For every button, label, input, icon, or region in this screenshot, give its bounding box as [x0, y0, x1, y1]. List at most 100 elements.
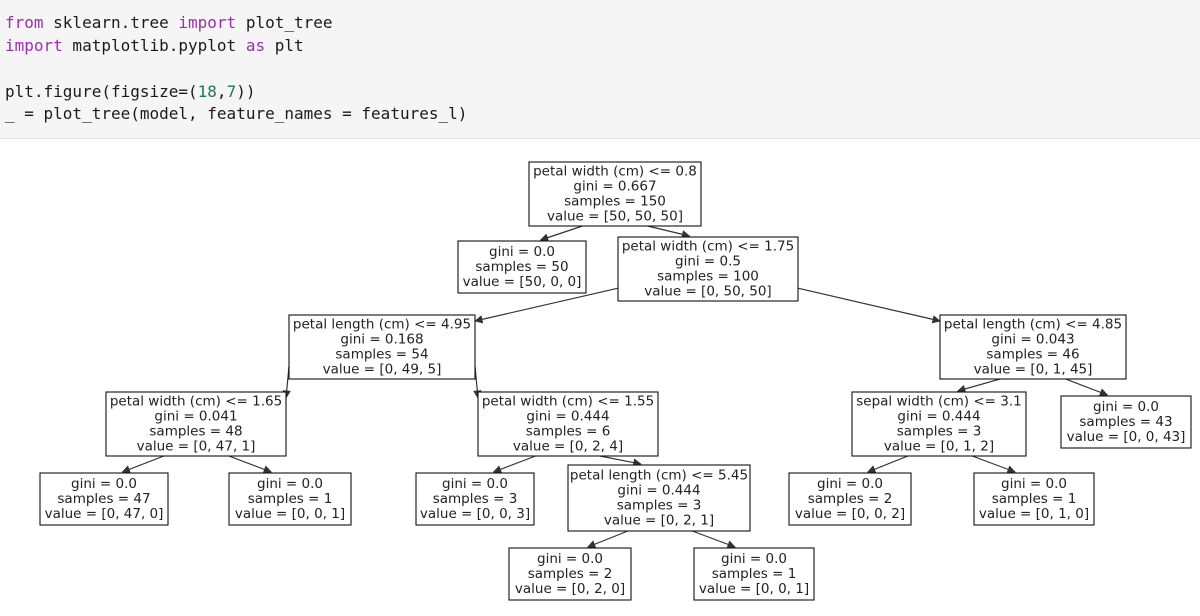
tree-node-box — [228, 472, 352, 526]
tree-node-line: value = [0, 2, 0] — [515, 581, 625, 597]
tree-node-line: samples = 100 — [657, 269, 759, 285]
tree-node-line: value = [50, 50, 50] — [547, 209, 683, 225]
tree-node-line: value = [0, 1, 45] — [974, 362, 1093, 378]
tree-node-box — [415, 472, 535, 526]
tree-edge-n2-n3 — [474, 287, 619, 324]
tree-node-box — [477, 391, 659, 457]
tree-node-line: gini = 0.444 — [526, 409, 609, 425]
tree-node-line: gini = 0.444 — [897, 409, 980, 425]
tree-node-box — [288, 314, 476, 380]
tree-node-line: samples = 6 — [526, 424, 611, 440]
tree-node-line: samples = 1 — [992, 491, 1077, 507]
tree-node-line: petal length (cm) <= 4.85 — [944, 317, 1122, 333]
tree-node-line: petal width (cm) <= 0.8 — [533, 164, 697, 180]
tree-node-line: samples = 2 — [528, 566, 613, 582]
tree-node-line: samples = 1 — [248, 491, 333, 507]
tree-node-box — [105, 391, 287, 457]
tree-node-line: samples = 47 — [57, 491, 150, 507]
tree-node-line: samples = 48 — [149, 424, 242, 440]
tree-node-line: samples = 50 — [475, 259, 568, 275]
tree-edge-n2-n4 — [797, 287, 941, 324]
tree-edge-n0-n1 — [539, 225, 583, 242]
tree-node-line: samples = 46 — [986, 347, 1079, 363]
tree-node-line: gini = 0.168 — [340, 332, 423, 348]
tree-node-box — [457, 240, 587, 294]
tree-node-box — [508, 547, 632, 601]
tree-node-line: gini = 0.0 — [1001, 476, 1067, 492]
tree-node-line: value = [0, 0, 1] — [699, 581, 809, 597]
tree-node-line: gini = 0.0 — [817, 476, 883, 492]
tree-node-line: gini = 0.0 — [721, 551, 787, 567]
tree-node-line: petal length (cm) <= 4.95 — [293, 317, 471, 333]
tree-node-box — [39, 472, 169, 526]
code-token: plt — [265, 36, 304, 55]
code-line: import matplotlib.pyplot as plt — [5, 36, 304, 56]
tree-node-box — [973, 472, 1095, 526]
tree-node-line: samples = 54 — [335, 347, 428, 363]
tree-node-box — [939, 314, 1127, 380]
tree-node-box — [617, 236, 799, 302]
tree-edge-n12-n16 — [692, 530, 736, 549]
tree-node-line: value = [0, 47, 1] — [137, 439, 256, 455]
code-keyword: from — [5, 13, 44, 32]
code-token: sklearn.tree — [43, 13, 179, 32]
tree-node-line: gini = 0.5 — [675, 254, 741, 270]
tree-node-line: samples = 1 — [712, 566, 797, 582]
tree-node-line: gini = 0.0 — [257, 476, 323, 492]
tree-node-line: petal width (cm) <= 1.55 — [482, 394, 654, 410]
tree-node-line: value = [0, 50, 50] — [644, 284, 771, 300]
tree-node-line: value = [0, 0, 1] — [235, 506, 345, 522]
code-keyword: import — [178, 13, 237, 32]
tree-node-line: value = [0, 47, 0] — [45, 506, 164, 522]
tree-node-box — [528, 161, 702, 227]
tree-node-line: value = [0, 0, 3] — [420, 506, 530, 522]
tree-edge-n4-n7 — [956, 378, 1001, 393]
tree-node-line: petal width (cm) <= 1.75 — [622, 239, 794, 255]
tree-node-line: gini = 0.0 — [442, 476, 508, 492]
code-line: _ = plot_tree(model, feature_names = fea… — [5, 104, 467, 124]
tree-node-line: gini = 0.0 — [537, 551, 603, 567]
tree-node-line: gini = 0.667 — [573, 179, 656, 195]
tree-node-line: value = [0, 1, 0] — [979, 506, 1089, 522]
tree-edge-n6-n11 — [492, 455, 536, 474]
tree-node-box — [693, 547, 815, 601]
code-token: _ = plot_tree(model, feature_names = fea… — [5, 104, 468, 123]
tree-edge-n0-n2 — [647, 225, 691, 239]
code-line: from sklearn.tree import plot_tree — [5, 13, 333, 33]
tree-node-line: value = [0, 0, 43] — [1067, 429, 1186, 445]
tree-node-line: gini = 0.043 — [991, 332, 1074, 348]
tree-edge-n5-n9 — [121, 455, 165, 474]
code-token: plt.figure(figsize=( — [5, 82, 198, 101]
tree-node-line: petal length (cm) <= 5.45 — [570, 468, 748, 484]
tree-edge-n4-n8 — [1065, 378, 1109, 397]
tree-node-line: value = [0, 49, 5] — [323, 362, 442, 378]
tree-node-line: samples = 3 — [897, 424, 982, 440]
tree-node-line: samples = 2 — [808, 491, 893, 507]
code-number: 7 — [226, 82, 237, 101]
tree-node-line: gini = 0.0 — [489, 244, 555, 260]
tree-node-line: sepal width (cm) <= 3.1 — [856, 394, 1022, 410]
code-token: )) — [236, 82, 256, 101]
code-keyword: as — [245, 36, 266, 55]
code-token: plot_tree — [236, 13, 333, 32]
tree-edge-n12-n15 — [587, 530, 629, 549]
tree-node-line: value = [50, 0, 0] — [463, 274, 582, 290]
tree-node-box — [788, 472, 912, 526]
tree-node-line: value = [0, 2, 4] — [513, 439, 623, 455]
code-line: plt.figure(figsize=(18,7)) — [5, 82, 255, 102]
code-keyword: import — [5, 36, 63, 55]
